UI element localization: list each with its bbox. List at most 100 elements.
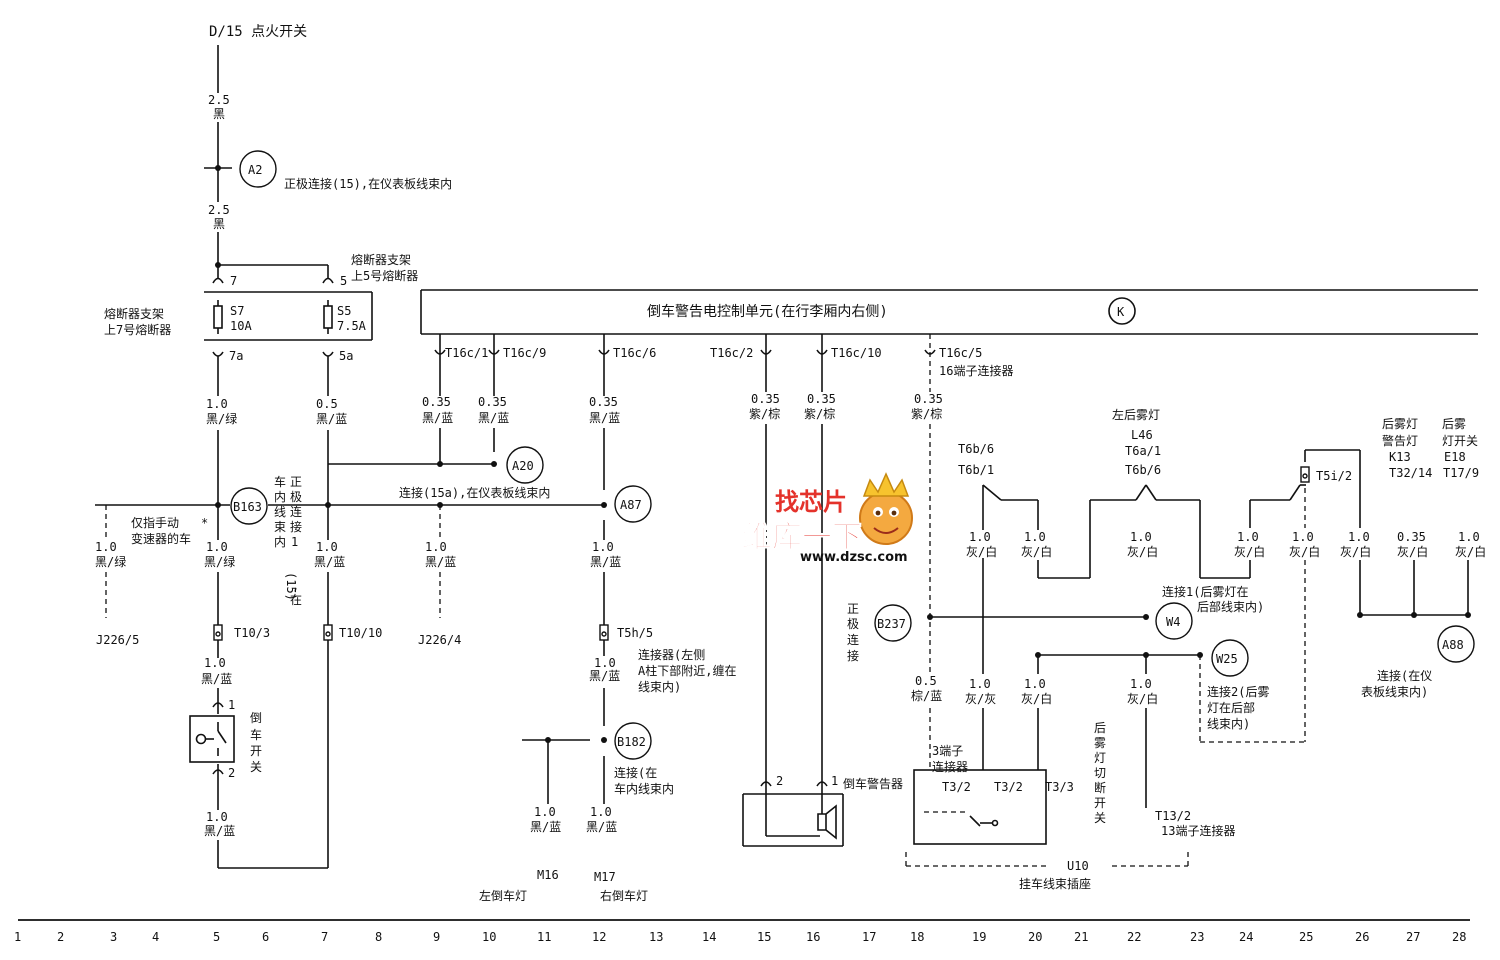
wire-c5-size: 0.35 <box>914 392 943 406</box>
buzzer-pin1: 1 <box>831 774 838 788</box>
pin-t13-2: T13/2 <box>1155 809 1191 823</box>
wire-27-size: 0.35 <box>1397 530 1426 544</box>
grid-4: 4 <box>152 930 159 944</box>
watermark-logo: 找芯片 <box>775 488 847 516</box>
grid-18: 18 <box>910 930 924 944</box>
connector-pin-icons <box>213 466 1310 641</box>
conn-circle-a88 <box>1437 625 1475 663</box>
b163-desc-12: 在 <box>290 593 302 607</box>
buzzer-pin2: 2 <box>776 774 783 788</box>
grid-15: 15 <box>757 930 771 944</box>
grid-6: 6 <box>262 930 269 944</box>
s5-name: S5 <box>337 304 351 318</box>
splice-dots <box>215 165 1471 743</box>
grid-10: 10 <box>482 930 496 944</box>
wire-25-color: 灰/白 <box>1289 544 1320 559</box>
labels: D/15 点火开关 2.5 黑 2.5 黑 A2 正极连接(15),在仪表板线束… <box>95 24 1486 903</box>
w4-desc-1: 连接1(后雾灯在 <box>1162 584 1248 599</box>
wire-c9-color: 黑/蓝 <box>478 411 509 425</box>
wire-s5-color: 黑/蓝 <box>316 412 347 426</box>
wire-19-color: 灰/白 <box>966 544 997 559</box>
wire-26-size: 1.0 <box>1348 530 1370 544</box>
b163-desc-3: 束 <box>274 520 286 534</box>
a87-id: A87 <box>620 498 642 512</box>
pin-t16c10: T16c/10 <box>831 346 882 360</box>
grid-26: 26 <box>1355 930 1369 944</box>
watermark-crown-icon <box>862 472 910 497</box>
wire-22-size: 1.0 <box>1130 530 1152 544</box>
b163-desc: 车 内 线 束 内 正 极 连 接 1 (15) , 在 <box>274 474 302 607</box>
wire-l7-color: 黑/蓝 <box>314 555 345 569</box>
grid-17: 17 <box>862 930 876 944</box>
t5h5-desc-3: 线束内) <box>638 680 681 694</box>
s5-pin-out: 5a <box>339 349 353 363</box>
wire-b20-size: 1.0 <box>1024 677 1046 691</box>
b163-desc-9: 1 <box>291 535 298 549</box>
wire-28-color: 灰/白 <box>1455 544 1486 559</box>
buzzer-name: 倒车警告器 <box>843 776 903 791</box>
t5h5-desc-1: 连接器(左侧 <box>638 647 705 662</box>
b182-desc-1: 连接(在 <box>614 765 657 780</box>
e18-id: E18 <box>1444 450 1466 464</box>
grid-21: 21 <box>1074 930 1088 944</box>
b163-desc-1: 内 <box>274 490 286 504</box>
wire-25-size: 1.0 <box>1292 530 1314 544</box>
s5-pin-in: 5 <box>340 274 347 288</box>
b237-desc-2: 连 <box>847 632 859 647</box>
wire-s7-color: 黑/绿 <box>206 411 237 426</box>
wire-m17-size: 1.0 <box>590 805 612 819</box>
pin-t3-3: T3/3 <box>1045 780 1074 794</box>
pin-t32-14: T32/14 <box>1389 466 1432 480</box>
wire-c1-size: 0.35 <box>422 395 451 409</box>
w25-id: W25 <box>1216 652 1238 666</box>
fog-cutoff-switch-label: 后 雾 灯 切 断 开 关 <box>1094 721 1106 825</box>
w25-desc-1: 连接2(后雾 <box>1207 684 1269 699</box>
pin-t17-9: T17/9 <box>1443 466 1479 480</box>
fog-cut-0: 后 <box>1094 721 1106 735</box>
control-unit-title: 倒车警告电控制单元(在行李厢内右侧) <box>647 303 888 320</box>
grid-8: 8 <box>375 930 382 944</box>
pin-t10-3: T10/3 <box>234 626 270 640</box>
reverse-switch-2: 开 <box>250 744 262 758</box>
wire-sw-out-size: 1.0 <box>206 810 228 824</box>
b163-desc-4: 内 <box>274 535 286 549</box>
m16-id: M16 <box>537 868 559 882</box>
b237-id: B237 <box>877 617 906 631</box>
s5-label-1: 熔断器支架 <box>351 252 411 267</box>
wire-20-size: 1.0 <box>1024 530 1046 544</box>
pin-t3-2a: T3/2 <box>942 780 971 794</box>
pin-t16c5: T16c/5 <box>939 346 982 360</box>
s7-pin-out: 7a <box>229 349 243 363</box>
t5h5-desc-2: A柱下部附近,缠在 <box>638 663 736 678</box>
wire-l9-size: 1.0 <box>425 540 447 554</box>
wire-b18-size: 0.5 <box>915 674 937 688</box>
a87-desc: 连接(15a),在仪表板线束内 <box>399 485 550 500</box>
wiring-lines <box>18 45 1478 921</box>
grid-numbers: 1 2 3 4 5 6 7 8 9 10 11 12 13 14 15 16 1… <box>14 930 1466 944</box>
switch-pin1: 1 <box>228 698 235 712</box>
k13-id: K13 <box>1389 450 1411 464</box>
pin-t5i2: T5i/2 <box>1316 469 1352 483</box>
b237-desc-3: 接 <box>847 648 859 663</box>
pin-t3-2b: T3/2 <box>994 780 1023 794</box>
b237-desc-0: 正 <box>847 602 859 616</box>
s7-label-1: 熔断器支架 <box>104 306 164 321</box>
reverse-switch-0: 倒 <box>250 711 262 725</box>
optional-line2: 变速器的车 <box>131 531 191 546</box>
watermark-line1: 维库一下 <box>742 520 862 555</box>
b237-desc: 正 极 连 接 <box>847 602 859 663</box>
grid-7: 7 <box>321 930 328 944</box>
fog-cut-4: 断 <box>1094 780 1106 795</box>
dashed-lines <box>105 334 1306 867</box>
three-pin-line1: 3端子 <box>932 744 963 758</box>
pin-t16c1: T16c/1 <box>445 346 488 360</box>
s7-label-2: 上7号熔断器 <box>104 322 171 337</box>
pin-t6b6: T6b/6 <box>958 442 994 456</box>
k13-line2: 警告灯 <box>1382 433 1418 448</box>
switch-pin2: 2 <box>228 766 235 780</box>
three-pin-line2: 连接器 <box>932 759 968 774</box>
optional-star: * <box>201 516 208 530</box>
pin-t16c5-desc: 16端子连接器 <box>939 363 1013 378</box>
conn-circle-w4 <box>1155 602 1193 640</box>
j226-4: J226/4 <box>418 633 461 647</box>
